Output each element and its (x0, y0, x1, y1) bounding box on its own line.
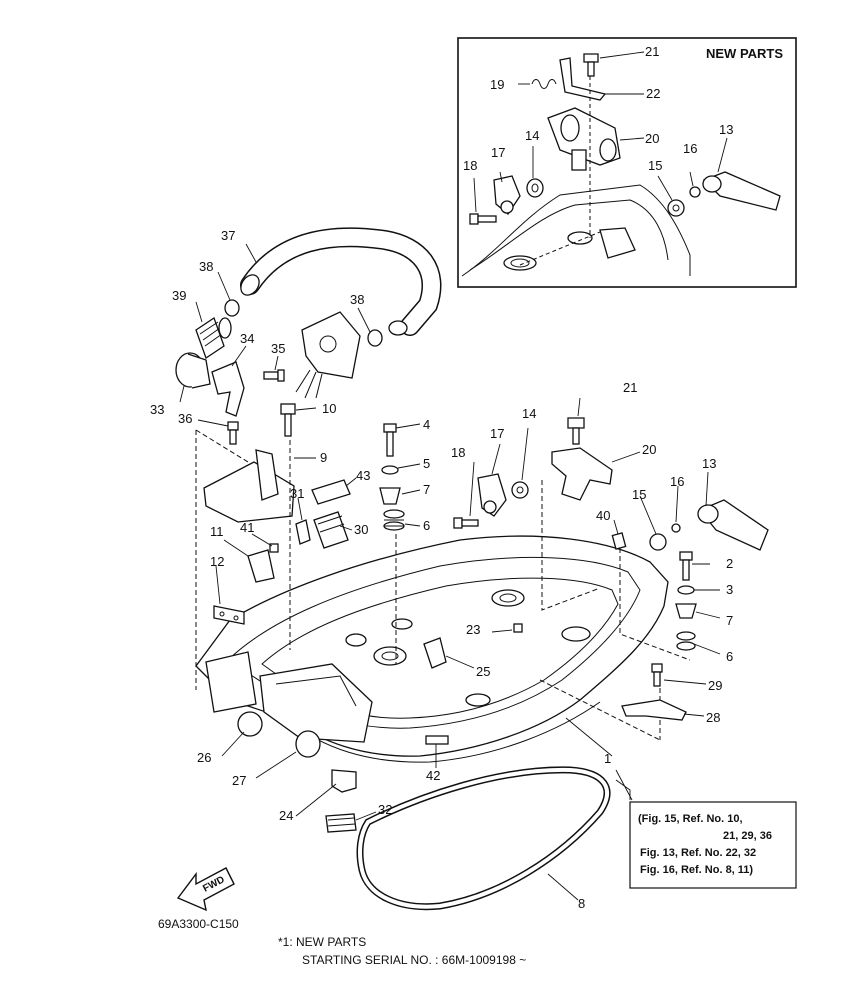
note-line-3: Fig. 13, Ref. No. 22, 32 (640, 847, 756, 859)
callout-41: 41 (240, 520, 254, 535)
callout-10: 10 (322, 401, 336, 416)
bolt-10-icon (280, 403, 296, 437)
callout-18-inset: 18 (463, 158, 477, 173)
callout-20: 20 (642, 442, 656, 457)
callout-29: 29 (708, 678, 722, 693)
callout-21: 21 (623, 380, 637, 395)
right-parts (213, 417, 769, 833)
callout-1: 1 (604, 751, 611, 766)
callout-2: 2 (726, 556, 733, 571)
callout-13-inset: 13 (719, 122, 733, 137)
callout-38: 38 (350, 292, 364, 307)
callout-31: 31 (290, 486, 304, 501)
callout-16-inset: 16 (683, 141, 697, 156)
grommet-6-icon (383, 509, 405, 531)
callout-14: 14 (522, 406, 536, 421)
note-line-4: Fig. 16, Ref. No. 8, 11) (640, 864, 753, 876)
callout-27: 27 (232, 773, 246, 788)
reference-note: (Fig. 15, Ref. No. 10, 21, 29, 36 Fig. 1… (615, 779, 797, 889)
callout-30: 30 (354, 522, 368, 537)
bolt-21-icon (567, 417, 585, 445)
callout-15-inset: 15 (648, 158, 662, 173)
callout-33: 33 (150, 402, 164, 417)
lever-20-inset-icon (547, 107, 621, 171)
callout-39: 39 (172, 288, 186, 303)
screw-35-icon (263, 369, 285, 382)
bolt-4-icon (383, 423, 397, 457)
inset-title: NEW PARTS (706, 46, 783, 61)
callout-26: 26 (197, 750, 211, 765)
hose-assembly (175, 227, 442, 445)
lever-17-inset-icon (493, 175, 521, 215)
callout-19-inset: 19 (490, 77, 504, 92)
callout-43: 43 (356, 468, 370, 483)
leader-lines (215, 397, 721, 901)
callout-25: 25 (476, 664, 490, 679)
callout-17-inset: 17 (491, 145, 505, 160)
fwd-arrow-icon: FWD (176, 867, 235, 912)
collar-15-inset-icon (667, 199, 685, 217)
handle-13-icon (697, 499, 769, 551)
spring-19-inset-icon (531, 79, 557, 89)
callout-23: 23 (466, 622, 480, 637)
callout-12: 12 (210, 554, 224, 569)
fitting-39-icon (195, 316, 232, 360)
footnote-line-1: *1: NEW PARTS (278, 935, 366, 949)
callout-6: 6 (423, 518, 430, 533)
callout-20-inset: 20 (645, 131, 659, 146)
bottom-cowling (195, 429, 691, 763)
washer-14-inset-icon (526, 178, 544, 198)
callout-16: 16 (670, 474, 684, 489)
bolt-18-icon (453, 517, 479, 529)
callout-24: 24 (279, 808, 293, 823)
new-parts-inset: NEW PARTS (457, 37, 797, 288)
callout-22-inset: 22 (646, 86, 660, 101)
callout-5: 5 (423, 456, 430, 471)
callout-28: 28 (706, 710, 720, 725)
callout-4: 4 (423, 417, 430, 432)
note-line-2: 21, 29, 36 (723, 830, 772, 842)
callout-11: 11 (210, 524, 224, 539)
callouts: 37 38 39 34 35 33 36 10 38 4 21 17 14 9 … (150, 228, 733, 911)
callout-40: 40 (596, 508, 610, 523)
note-line-1: (Fig. 15, Ref. No. 10, (638, 813, 743, 825)
callout-21-inset: 21 (645, 44, 659, 59)
callout-3: 3 (726, 582, 733, 597)
callout-38-top: 38 (199, 259, 213, 274)
drawing-code: 69A3300-C150 (158, 917, 239, 931)
callout-37: 37 (221, 228, 235, 243)
callout-35: 35 (271, 341, 285, 356)
screw-36-icon (227, 421, 239, 445)
circlip-16-inset-icon (689, 186, 701, 198)
bolt-18-inset-icon (469, 213, 497, 225)
callout-9: 9 (320, 450, 327, 465)
footnote-line-2: STARTING SERIAL NO. : 66M-1009198 ~ (302, 953, 526, 967)
callout-42: 42 (426, 768, 440, 783)
callout-7-right: 7 (726, 613, 733, 628)
callout-7: 7 (423, 482, 430, 497)
callout-8: 8 (578, 896, 585, 911)
gasket-8 (356, 766, 611, 911)
bolt-21-inset-icon (583, 53, 599, 77)
callout-36: 36 (178, 411, 192, 426)
callout-18: 18 (451, 445, 465, 460)
cap-33-icon (175, 352, 211, 389)
callout-34: 34 (240, 331, 254, 346)
callout-14-inset: 14 (525, 128, 539, 143)
handle-13-inset-icon (702, 171, 781, 211)
callout-15: 15 (632, 487, 646, 502)
callout-32: 32 (378, 802, 392, 817)
bracket-34-icon (211, 361, 245, 417)
callout-13: 13 (702, 456, 716, 471)
callout-6-right: 6 (726, 649, 733, 664)
callout-17: 17 (490, 426, 504, 441)
